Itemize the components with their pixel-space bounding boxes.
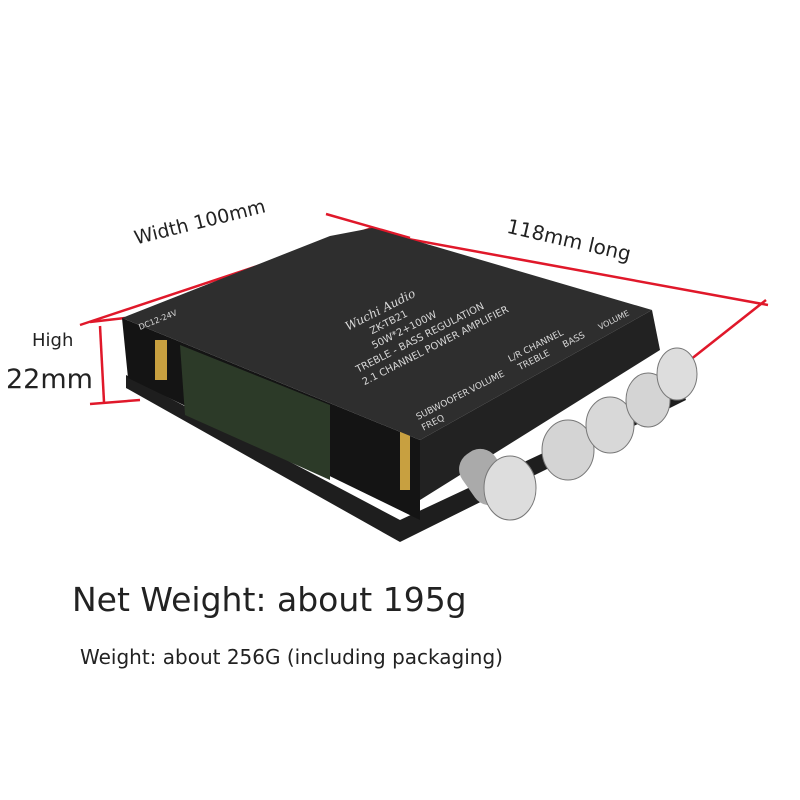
- height-dimension-line: [98, 325, 106, 403]
- net-weight-text: Net Weight: about 195g: [72, 580, 467, 619]
- height-label: High: [32, 330, 74, 351]
- knobs: [459, 347, 698, 521]
- knob: [656, 347, 698, 401]
- knob: [541, 419, 595, 481]
- knob: [585, 396, 635, 454]
- length-dimension-line: [369, 230, 769, 307]
- knob: [459, 448, 537, 521]
- capacitors: [180, 345, 330, 480]
- gross-weight-text: Weight: about 256G (including packaging): [80, 645, 503, 669]
- height-value: 22mm: [6, 364, 93, 395]
- standoff: [155, 340, 167, 380]
- standoff: [400, 420, 410, 490]
- top-plate: [122, 228, 652, 440]
